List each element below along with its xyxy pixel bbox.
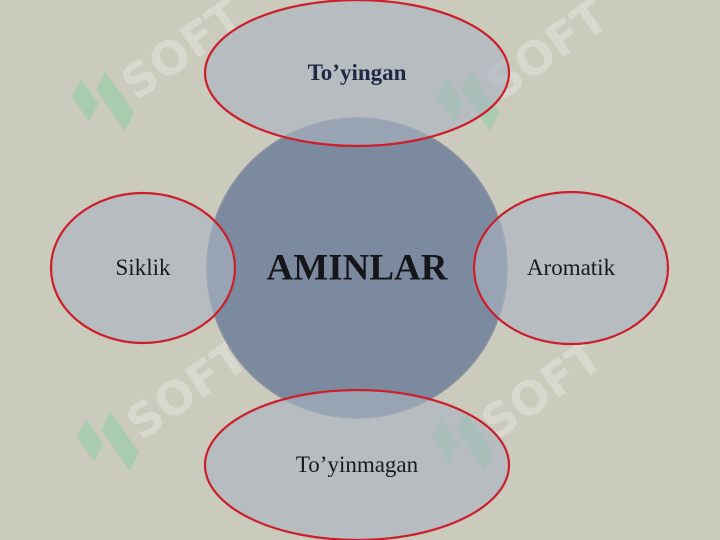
node-top-label: To’yingan [307, 60, 407, 85]
node-left-ellipse [49, 191, 237, 345]
node-left-label: Siklik [115, 255, 171, 280]
node-top-ellipse [203, 0, 511, 148]
node-bottom-label: To’yinmagan [295, 452, 419, 477]
node-right-ellipse [472, 190, 670, 346]
center-label: AMINLAR [266, 247, 448, 289]
node-bottom-ellipse [203, 388, 511, 540]
node-right-label: Aromatik [526, 255, 616, 280]
